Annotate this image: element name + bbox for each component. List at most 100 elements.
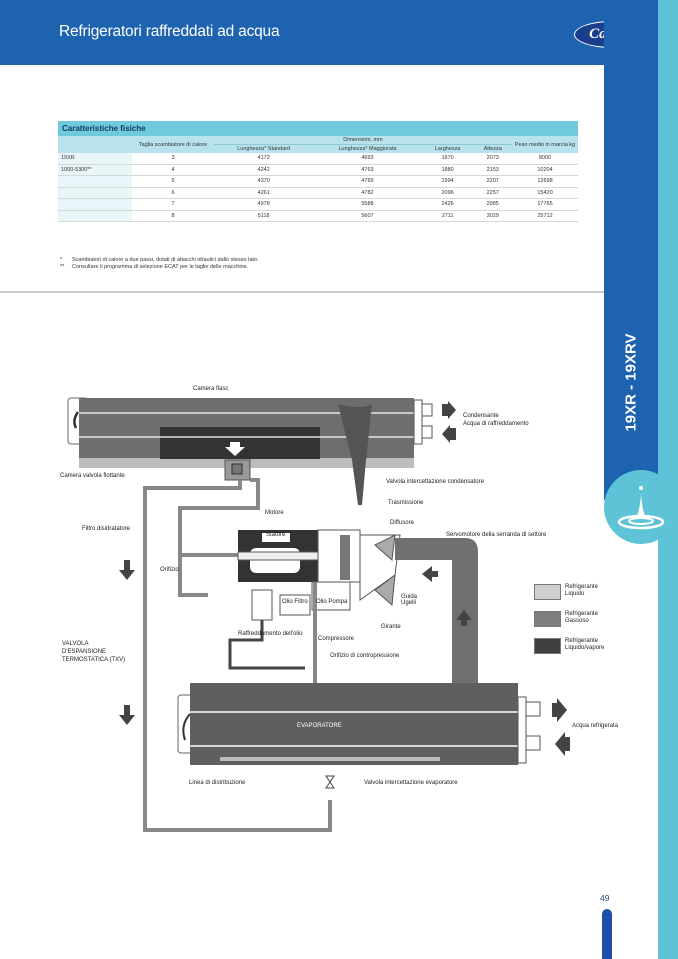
label-txv-line1: VALVOLA xyxy=(62,641,89,647)
cell-weight: 12698 xyxy=(512,175,578,188)
cell-size: 5 xyxy=(132,175,214,188)
cell-len-ext: 5588 xyxy=(313,198,422,211)
cell-weight: 25712 xyxy=(512,210,578,222)
cell-len-std: 4978 xyxy=(214,198,314,211)
cell-height: 2073 xyxy=(473,153,512,165)
condenser xyxy=(67,397,456,505)
cell-len-ext: 4782 xyxy=(313,187,422,199)
cell-width: 1670 xyxy=(421,153,474,165)
cell-width: 1880 xyxy=(421,164,474,176)
header-width: Larghezza xyxy=(421,144,474,153)
label-orifizio-contropressione: Orifizio di contropressione xyxy=(330,653,400,659)
cell-len-std: 4172 xyxy=(214,153,314,165)
page-number: 49 xyxy=(600,893,610,903)
cell-model xyxy=(58,187,132,199)
legend-swatch-mixed xyxy=(534,638,561,654)
label-girante: Girante xyxy=(381,624,401,630)
cell-model: 19XR xyxy=(58,153,132,165)
legend-item: Refrigerante Liquido/vapore xyxy=(534,638,613,654)
cell-weight: 8000 xyxy=(512,153,578,165)
label-raffreddamento-olio: Raffreddamento dell'olio xyxy=(238,631,303,637)
right-accent-strip xyxy=(658,0,678,959)
cell-model xyxy=(58,198,132,211)
cell-height: 2985 xyxy=(473,198,512,211)
label-camera-valvola: Camera valvola flottante xyxy=(60,473,125,479)
label-linea-distribuzione: Linea di distribuzione xyxy=(189,780,246,786)
physical-characteristics-table: Caratteristiche fisiche Taglia scambiato… xyxy=(58,121,578,222)
label-condensante: Condensante xyxy=(463,413,499,419)
footnote: **Consultare il programma di selezione E… xyxy=(60,264,249,270)
cell-size: 6 xyxy=(132,187,214,199)
cell-size: 7 xyxy=(132,198,214,211)
cell-len-ext: 4693 xyxy=(313,153,422,165)
label-evaporatore: EVAPORATORE xyxy=(297,723,342,729)
page-marker xyxy=(602,909,612,959)
label-orifizio: Orifizio xyxy=(160,567,179,573)
cell-width: 1994 xyxy=(421,175,474,188)
header-length-extended: Lunghezza* Maggiorata xyxy=(313,144,422,153)
cell-width: 2426 xyxy=(421,198,474,211)
label-olio-filtro: Olio Filtro xyxy=(282,599,308,605)
header-height: Altezza xyxy=(473,144,512,153)
legend-item: Refrigerante Liquido xyxy=(534,584,613,600)
down-arrow-icon xyxy=(119,705,135,725)
diagram-legend: Refrigerante Liquido Refrigerante Gassos… xyxy=(534,584,613,665)
footnote: *Scambiatori di calore a due passi, dota… xyxy=(60,257,259,263)
cell-size: 4 xyxy=(132,164,214,176)
label-acqua-raffreddamento: Acqua di raffreddamento xyxy=(463,421,529,427)
cell-len-std: 4242 xyxy=(214,164,314,176)
label-txv-line2: D'ESPANSIONE xyxy=(62,649,107,655)
legend-swatch-liquid xyxy=(534,584,561,600)
cell-weight: 17765 xyxy=(512,198,578,211)
legend-item: Refrigerante Gassoso xyxy=(534,611,613,627)
compressor-motor xyxy=(228,529,401,690)
cell-len-std: 4261 xyxy=(214,187,314,199)
label-olio-pompa: Olio Pompa xyxy=(316,599,348,605)
table-title: Caratteristiche fisiche xyxy=(58,121,578,136)
cell-height: 2257 xyxy=(473,187,512,199)
header-size: Taglia scambiatore di calore xyxy=(132,136,214,153)
cell-weight: 15420 xyxy=(512,187,578,199)
piping xyxy=(143,478,332,832)
label-trasmissione: Trasmissione xyxy=(388,500,424,506)
legend-swatch-gas xyxy=(534,611,561,627)
cell-weight: 10204 xyxy=(512,164,578,176)
side-tab: 19XR - 19XRV xyxy=(605,300,658,465)
cell-model: 1000-5300** xyxy=(58,164,132,176)
cell-height: 2153 xyxy=(473,164,512,176)
cell-model xyxy=(58,175,132,188)
down-arrow-icon xyxy=(119,560,135,580)
gas-duct xyxy=(395,538,478,688)
label-valvola-condensatore: Valvola intercettazione condensatore xyxy=(386,479,484,485)
cell-height: 2207 xyxy=(473,175,512,188)
cell-height: 3029 xyxy=(473,210,512,222)
evaporator xyxy=(177,683,570,789)
header-weight: Peso medio in marcia kg xyxy=(512,136,578,153)
page-title: Refrigeratori raffreddati ad acqua xyxy=(59,23,280,40)
cell-size: 8 xyxy=(132,210,214,222)
water-drop-icon xyxy=(617,486,665,530)
cell-size: 3 xyxy=(132,153,214,165)
cell-len-std: 5118 xyxy=(214,210,314,222)
cell-width: 2096 xyxy=(421,187,474,199)
label-guida-ugelli: Guida Ugelli xyxy=(401,594,418,606)
page-header: Refrigeratori raffreddati ad acqua Carri… xyxy=(0,0,658,65)
cell-model xyxy=(58,210,132,222)
label-diffusore: Diffusore xyxy=(390,520,414,526)
cell-width: 2711 xyxy=(421,210,474,222)
label-valvola-evaporatore: Valvola intercettazione evaporatore xyxy=(364,780,458,786)
label-motore: Motore xyxy=(265,510,284,516)
label-camera-flasc: Camera flasc xyxy=(193,386,229,392)
label-statore: Statore xyxy=(266,532,286,538)
label-acqua-refrigerata: Acqua refrigerata xyxy=(572,723,619,729)
label-filtro: Filtro disidratatore xyxy=(82,526,131,532)
header-dimensions: Dimensioni, mm xyxy=(214,136,512,145)
label-compressore: Compressore xyxy=(318,636,355,642)
cell-len-ext: 4769 xyxy=(313,175,422,188)
